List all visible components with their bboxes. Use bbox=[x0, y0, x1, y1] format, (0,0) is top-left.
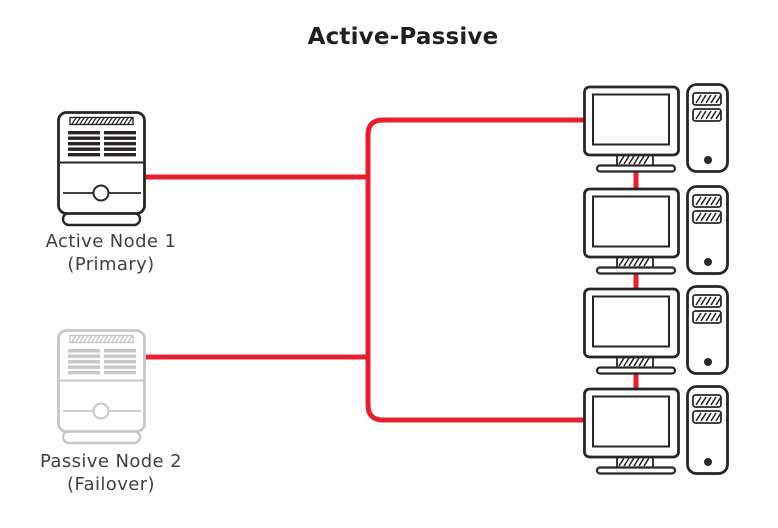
workstation-icon-2 bbox=[583, 185, 729, 275]
workstation-icon-3 bbox=[583, 285, 729, 375]
server-icon bbox=[57, 111, 147, 227]
server-icon-passive bbox=[57, 329, 147, 445]
active-node-label-line1: Active Node 1 bbox=[45, 231, 177, 252]
active-node-label: Active Node 1 (Primary) bbox=[26, 230, 196, 276]
passive-node-label-line1: Passive Node 2 bbox=[39, 451, 183, 472]
active-node-label-line2: (Primary) bbox=[67, 254, 155, 275]
trunk-line bbox=[365, 117, 592, 423]
passive-node-label: Passive Node 2 (Failover) bbox=[26, 450, 196, 496]
passive-node-label-line2: (Failover) bbox=[67, 474, 155, 495]
workstation-icon-1 bbox=[583, 83, 729, 173]
workstation-icon-4 bbox=[583, 385, 729, 475]
diagram-title: Active-Passive bbox=[307, 24, 499, 50]
